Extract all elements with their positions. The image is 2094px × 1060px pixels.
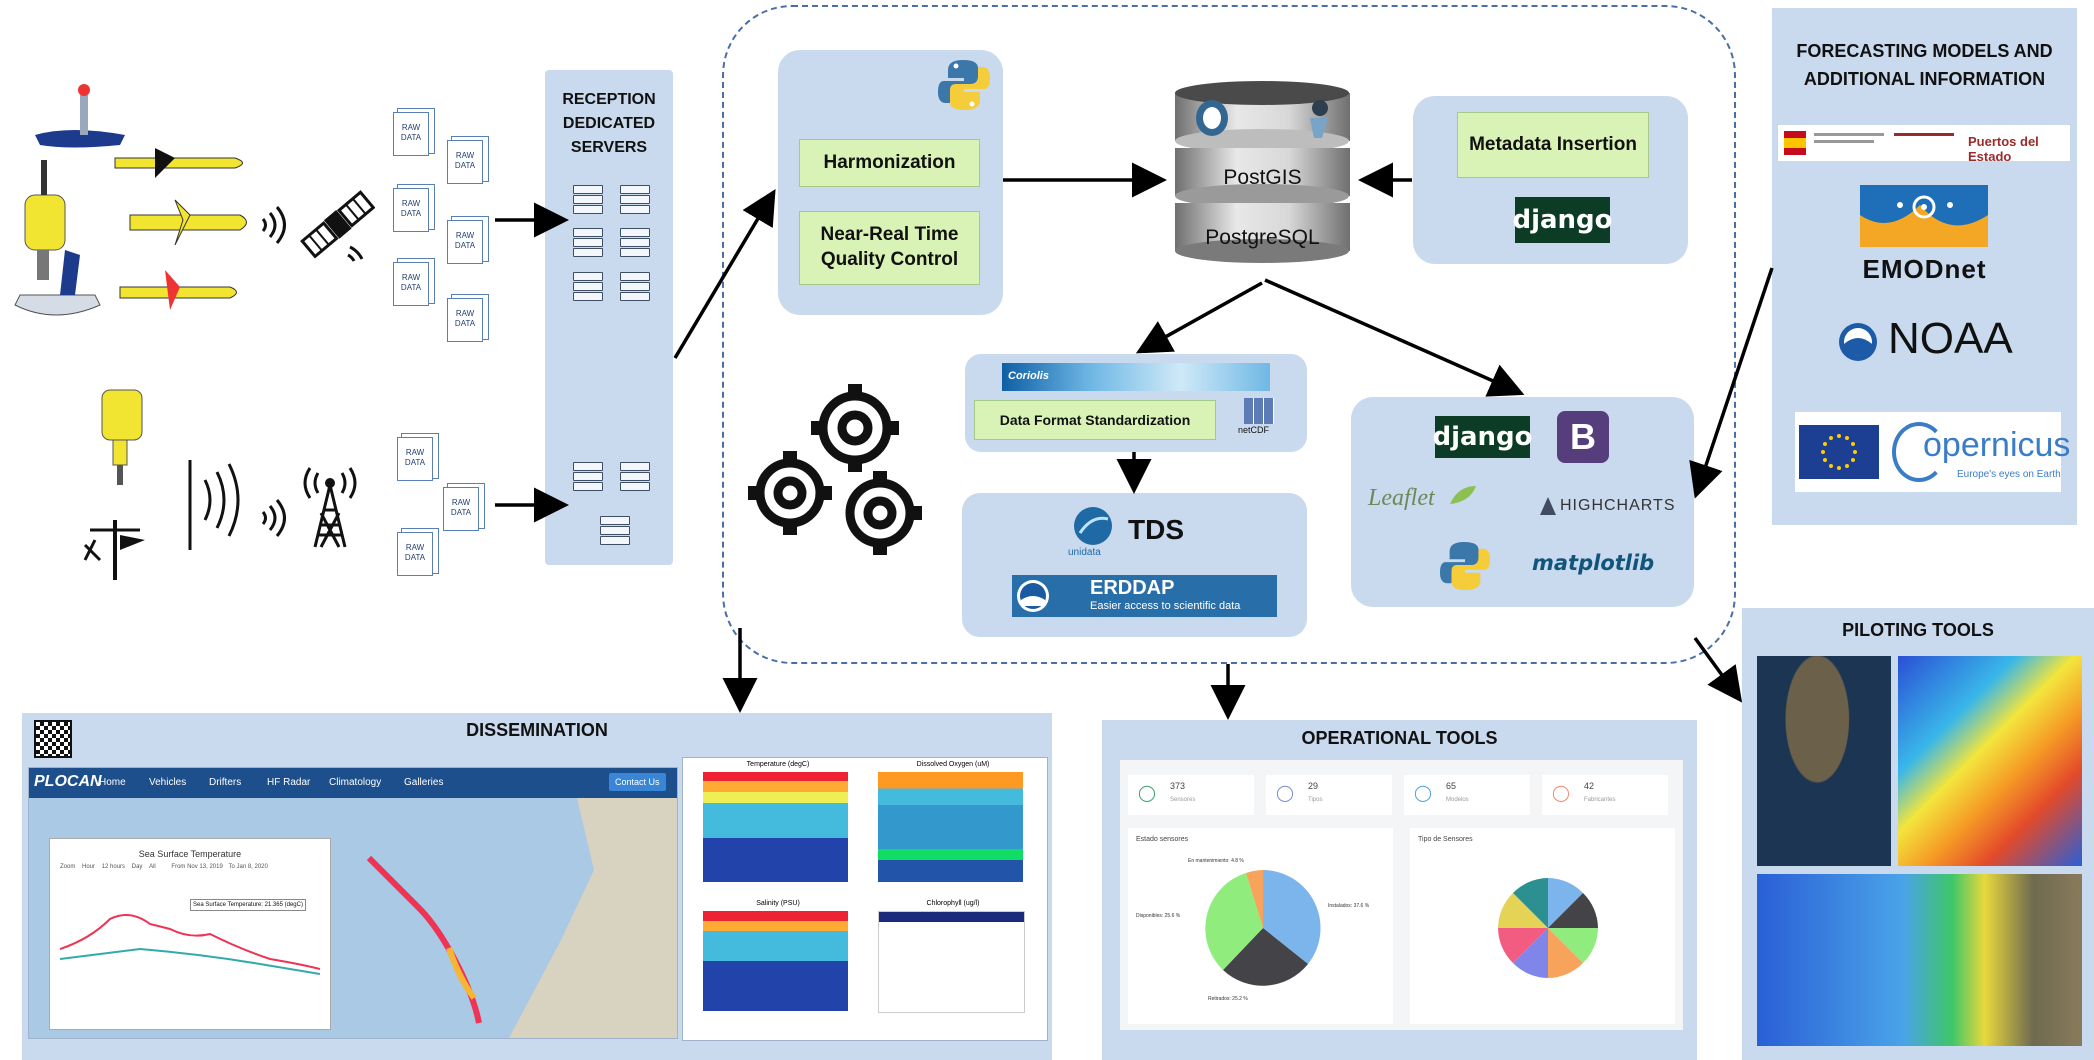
- server-icon: [600, 516, 630, 545]
- ocean-platforms-icon: [14, 84, 247, 580]
- emodnet-logo-icon: [1860, 185, 1988, 247]
- plocan-brand: PLOCAN: [34, 773, 102, 790]
- plocan-web-screenshot: PLOCAN Home Vehicles Drifters HF Radar C…: [28, 767, 678, 1039]
- highcharts-logo: HIGHCHARTS: [1560, 497, 1676, 514]
- raw-data-file-icon: RAW DATA: [397, 528, 439, 582]
- harmonization-box: Harmonization: [799, 139, 980, 187]
- netcdf-logo: netCDF: [1238, 398, 1280, 438]
- temperature-heatmap: [703, 772, 848, 882]
- oxygen-heatmap: [878, 772, 1023, 882]
- raw-data-file-icon: RAW DATA: [443, 483, 485, 537]
- python-logo-icon: [938, 60, 990, 110]
- erddap-banner: ERDDAP Easier access to scientific data: [1012, 575, 1277, 617]
- raw-data-file-icon: RAW DATA: [393, 258, 435, 312]
- wireless-signal-icon: [261, 206, 286, 244]
- copernicus-logo: opernicus Europe's eyes on Earth: [1795, 412, 2070, 492]
- reception-servers-panel: [545, 70, 673, 565]
- nav-galleries[interactable]: Galleries: [404, 777, 444, 788]
- operational-tools-title: OPERATIONAL TOOLS: [1301, 728, 1498, 748]
- ocean-profile-charts: Temperature (degC) Dissolved Oxygen (uM)…: [682, 757, 1048, 1041]
- emodnet-label: EMODnet: [1862, 254, 1987, 284]
- postgresql-label: PostgreSQL: [1205, 226, 1320, 249]
- sensor-type-card: Tipo de Sensores: [1410, 828, 1675, 1024]
- python-logo-icon: [1440, 541, 1490, 591]
- server-icon: [620, 272, 650, 301]
- noaa-label: NOAA: [1888, 314, 2013, 363]
- processing-boundary: [722, 5, 1736, 664]
- nav-hf-radar[interactable]: HF Radar: [267, 777, 311, 788]
- leaflet-logo: Leaflet: [1368, 485, 1435, 511]
- django-logo: django: [1432, 416, 1533, 458]
- unidata-label: unidata: [1068, 547, 1101, 558]
- highcharts-icon: [1540, 497, 1556, 515]
- island-map-shot: [1757, 656, 1891, 866]
- unidata-logo-icon: [1074, 507, 1112, 545]
- server-icon: [573, 462, 603, 491]
- qr-code-icon: [34, 720, 72, 758]
- django-logo: django: [1512, 197, 1613, 243]
- chlorophyll-heatmap: [878, 911, 1025, 1013]
- raw-data-file-icon: RAW DATA: [447, 216, 489, 270]
- raw-data-file-icon: RAW DATA: [397, 433, 439, 487]
- raw-data-file-icon: RAW DATA: [393, 108, 435, 162]
- nav-vehicles[interactable]: Vehicles: [149, 777, 187, 788]
- raw-data-file-icon: RAW DATA: [447, 136, 489, 190]
- nav-drifters[interactable]: Drifters: [209, 777, 242, 788]
- plocan-navbar: PLOCAN Home Vehicles Drifters HF Radar C…: [29, 768, 677, 798]
- server-icon: [620, 185, 650, 214]
- nav-home[interactable]: Home: [99, 777, 126, 788]
- salinity-heatmap: [703, 911, 848, 1011]
- radio-tower-icon: [303, 467, 357, 548]
- contact-us-button[interactable]: Contact Us: [609, 773, 666, 791]
- wireless-signal-icon: [261, 499, 286, 537]
- raw-data-file-icon: RAW DATA: [447, 294, 489, 348]
- tds-label: TDS: [1128, 514, 1184, 545]
- server-icon: [620, 462, 650, 491]
- sensor-status-card: Estado sensores En mantenimiento: 4.8 % …: [1128, 828, 1393, 1024]
- metadata-insertion-box: Metadata Insertion: [1457, 112, 1649, 178]
- coriolis-banner: Coriolis: [1002, 363, 1270, 391]
- server-icon: [573, 228, 603, 257]
- satellite-icon: [300, 190, 375, 262]
- matplotlib-logo: matplotlib: [1532, 551, 1655, 575]
- bootstrap-logo: B: [1557, 411, 1609, 463]
- server-icon: [573, 185, 603, 214]
- puertos-del-estado-logo: Puertos del Estado: [1778, 125, 2070, 164]
- leaf-icon: [1450, 486, 1476, 504]
- raw-data-file-icon: RAW DATA: [393, 184, 435, 238]
- server-icon: [620, 228, 650, 257]
- noaa-logo-icon: [1839, 323, 1877, 361]
- current-vectors-map-shot: [1757, 874, 2082, 1046]
- database-cylinder-icon: [1175, 81, 1350, 263]
- nav-climatology[interactable]: Climatology: [329, 777, 382, 788]
- piloting-tools-title: PILOTING TOOLS: [1842, 620, 1994, 640]
- nrt-quality-control-box: Near-Real Time Quality Control: [799, 211, 980, 285]
- postgis-label: PostGIS: [1223, 166, 1302, 189]
- data-format-standardization-box: Data Format Standardization: [974, 400, 1216, 440]
- dissemination-title: DISSEMINATION: [466, 720, 608, 740]
- gears-icon: [748, 384, 922, 555]
- server-icon: [573, 272, 603, 301]
- ocean-current-map-shot: [1898, 656, 2082, 866]
- sst-chart-popup: Sea Surface Temperature Zoom Hour 12 hou…: [49, 838, 331, 1030]
